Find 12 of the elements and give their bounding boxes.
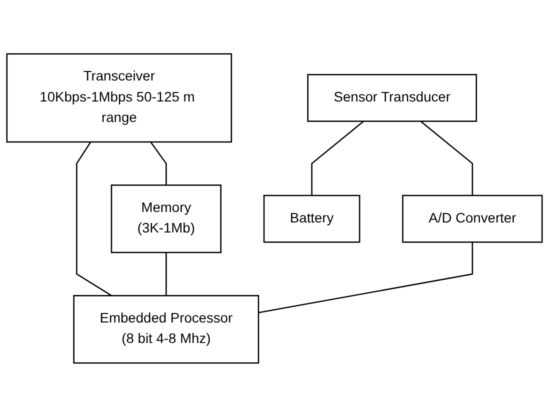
connector [150, 142, 167, 186]
node-box: A/D Converter [402, 194, 543, 243]
connector [420, 120, 474, 196]
node-box: Embedded Processor (8 bit 4-8 Mhz) [73, 295, 260, 364]
connector [76, 142, 112, 296]
connector [311, 120, 364, 196]
node-box: Battery [263, 194, 360, 243]
connector [258, 242, 474, 314]
node-box: Transceiver 10Kbps-1Mbps 50-125 m range [6, 53, 232, 143]
node-box: Memory (3K-1Mb) [110, 184, 222, 254]
connector [166, 252, 167, 296]
node-box: Sensor Transducer [307, 74, 478, 122]
